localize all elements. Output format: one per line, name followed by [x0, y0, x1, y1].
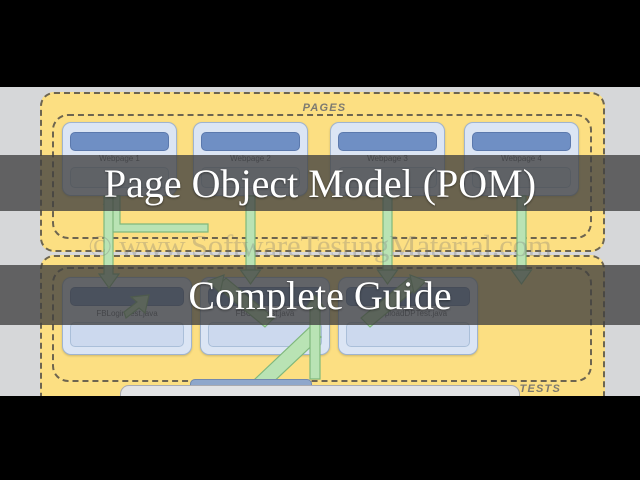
video-title-line-2: Complete Guide [188, 272, 452, 318]
title-band-secondary: Complete Guide [0, 265, 640, 325]
pom-diagram: PAGES Webpage 1 Webpage 2 Webpage 3 Webp… [0, 87, 640, 396]
connector-arrows [97, 195, 533, 390]
video-title-line-1: Page Object Model (POM) [103, 160, 537, 206]
letterbox-bottom [0, 396, 640, 480]
pages-group-label: PAGES [302, 102, 347, 114]
title-band-primary: Page Object Model (POM) [0, 155, 640, 211]
page-card-header [70, 132, 169, 151]
letterbox-top [0, 0, 640, 87]
tests-group-label: TESTS [519, 383, 561, 395]
test-runner-bar[interactable] [120, 385, 520, 396]
page-card-header [338, 132, 437, 151]
test-card-body [70, 322, 184, 347]
page-card-header [472, 132, 571, 151]
page-card-header [201, 132, 300, 151]
